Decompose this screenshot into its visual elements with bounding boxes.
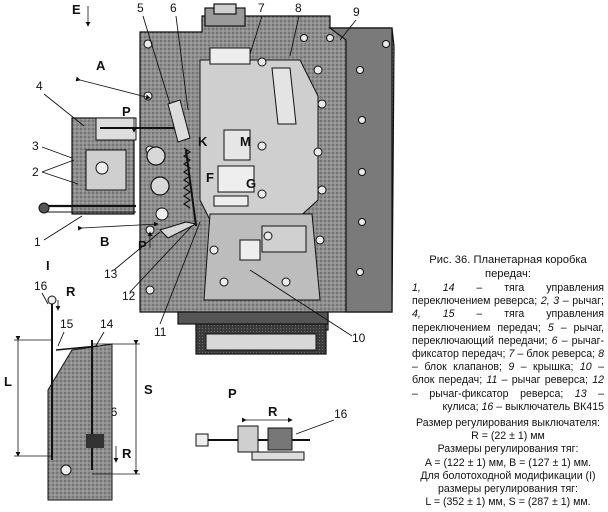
inset-i-r-label: R [66, 284, 76, 299]
inset-p-title: P [228, 386, 237, 401]
swamp-heading: Для болотоходной модификации (I) [420, 469, 596, 482]
inset-i-title: I [46, 258, 50, 273]
legend-item-4-text: – рычаг, переключающий передачи; [412, 321, 604, 347]
callout-9: 9 [353, 5, 360, 19]
legend-item-6-num: 7 [508, 348, 515, 361]
callout-labels: 1 2 3 4 5 6 7 8 9 10 11 12 13 14 15 16 1… [32, 1, 366, 437]
legend-item-9-num: 10 [579, 361, 592, 374]
gearbox-housing [139, 3, 395, 355]
callout-3: 3 [32, 139, 39, 153]
legend-item-12-num: 13 [574, 387, 587, 400]
legend-item-6-text: – блок реверса; [514, 348, 599, 361]
legend-item-3-text: – тяга управления переключением передач; [412, 308, 604, 334]
caption-legend: 1, 14 – тяга управления переключением ре… [412, 282, 604, 414]
legend-item-1-num: 1, 14 [412, 282, 455, 294]
legend-item-3-num: 4, 15 [412, 308, 455, 321]
callout-1: 1 [34, 235, 41, 249]
dimension-s-label: S [144, 382, 153, 397]
inset-p-r-label: R [268, 404, 278, 419]
legend-item-7-num: 8 [598, 348, 604, 361]
legend-item-13-text: – выключатель ВК415 [493, 400, 604, 413]
legend-item-11-num: 12 [592, 374, 604, 387]
callout-7: 7 [258, 1, 265, 15]
point-k-label: K [198, 134, 208, 149]
rod-size-heading: Размеры регулирования тяг: [437, 443, 579, 456]
legend-item-5-text: – рычаг-фиксатор передач; [412, 334, 604, 361]
legend-item-8-num: 9 [508, 361, 515, 374]
legend-item-4-num: 5 [547, 321, 554, 334]
callout-15: 15 [60, 317, 74, 331]
rod-size-values: A = (122 ± 1) мм, B = (127 ± 1) мм. [424, 456, 592, 469]
switch-size-heading: Размер регулирования выключателя: [416, 417, 600, 430]
legend-item-10-text: – рычаг реверса; [497, 374, 593, 387]
legend-item-5-num: 6 [551, 334, 558, 347]
legend-item-2-text: – рычаг; [559, 295, 604, 308]
point-f-label: F [206, 170, 214, 185]
legend-item-8-text: – крышка; [514, 361, 580, 374]
callout-16: 16 [334, 407, 348, 421]
point-m-label: M [240, 134, 251, 149]
view-arrow-e-label: E [72, 2, 81, 17]
callout-4: 4 [36, 79, 43, 93]
callout-11: 11 [154, 325, 167, 339]
callout-8: 8 [295, 1, 302, 15]
figure-caption: Рис. 36. Планетарная коробка передач: 1,… [412, 254, 604, 509]
callout-2: 2 [32, 165, 39, 179]
inset-i: I R L S R [4, 258, 153, 501]
caption-title: Рис. 36. Планетарная коробка передач: [429, 254, 587, 280]
legend-item-7-text: – блок клапанов; [412, 361, 509, 374]
legend-item-11-text: – рычаг-фиксатор реверса; [412, 387, 575, 400]
point-g-label: G [246, 176, 256, 191]
view-p-lower-label: P [138, 238, 147, 253]
swamp-subheading: размеры регулирования тяг: [438, 483, 578, 496]
adjustment-sizes: Размер регулирования выключателя: R = (2… [412, 417, 604, 509]
legend-item-2-num: 2, 3 [540, 295, 560, 308]
switch-size-value: R = (22 ± 1) мм [471, 430, 545, 443]
legend-item-12-text: – кулиса; [442, 387, 604, 413]
callout-12: 12 [122, 289, 136, 303]
control-linkage [38, 99, 255, 239]
callout-10: 10 [352, 331, 366, 345]
dimension-l-label: L [4, 374, 12, 389]
callout-6: 6 [170, 1, 177, 15]
dimension-a-label: A [96, 58, 106, 73]
inset-i-r-lower-label: R [122, 446, 132, 461]
legend-item-1-text: – тяга управления переключением реверса; [412, 282, 604, 308]
dimension-marks: E A P B P K M F G [72, 2, 256, 253]
inset-p: P R [195, 386, 310, 461]
legend-item-13-num: 16 [481, 400, 494, 413]
legend-item-10-num: 11 [486, 374, 498, 387]
callout-13: 13 [104, 267, 118, 281]
callout-14: 14 [100, 317, 114, 331]
view-p-upper-label: P [122, 104, 131, 119]
swamp-size-values: L = (352 ± 1) мм, S = (287 ± 1) мм. [425, 496, 591, 509]
callout-5: 5 [137, 1, 144, 15]
legend-item-9-text: – блок передач; [412, 361, 604, 387]
dimension-b-label: B [100, 234, 109, 249]
callout-16: 16 [34, 279, 48, 293]
